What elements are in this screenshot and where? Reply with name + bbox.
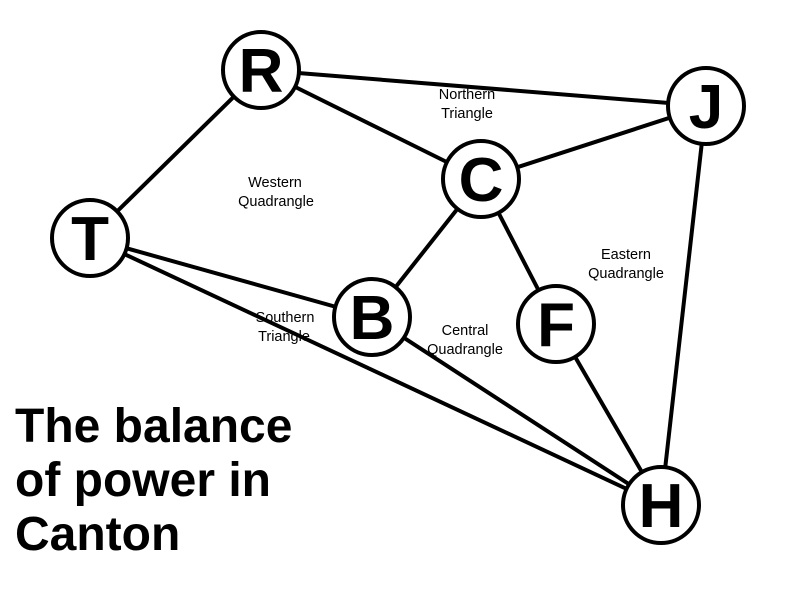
node-T: T — [50, 198, 130, 278]
region-label-central: Central Quadrangle — [427, 323, 503, 358]
node-H-circle — [621, 465, 701, 545]
region-label-western-line2: Quadrangle — [238, 194, 314, 210]
node-F-label: F — [537, 291, 575, 360]
region-label-central-line2: Quadrangle — [427, 342, 503, 358]
node-C-circle — [441, 139, 521, 219]
node-J-circle — [666, 66, 746, 146]
region-label-northern-line1: Northern — [439, 87, 495, 103]
node-F: F — [516, 284, 596, 364]
node-J: J — [666, 66, 746, 146]
node-B: B — [332, 277, 412, 357]
edge-T-H — [89, 236, 662, 507]
node-R: R — [221, 30, 301, 110]
region-label-northern: Northern Triangle — [439, 87, 495, 122]
region-label-southern-line1: Southern — [256, 310, 315, 326]
node-B-circle — [332, 277, 412, 357]
region-label-eastern: Eastern Quadrangle — [588, 247, 664, 282]
node-T-label: T — [71, 205, 109, 274]
region-label-southern-line2: Triangle — [258, 329, 310, 345]
edge-B-H — [370, 315, 663, 507]
edge-R-C — [260, 68, 482, 181]
region-label-western-line1: Western — [248, 175, 302, 191]
region-label-western: Western Quadrangle — [238, 175, 314, 210]
edge-R-J — [260, 68, 707, 108]
node-R-label: R — [239, 37, 284, 106]
diagram-title-line2: of power in — [15, 454, 271, 507]
region-label-northern-line2: Triangle — [441, 106, 493, 122]
node-J-label: J — [689, 73, 723, 142]
diagram-title-line1: The balance — [15, 400, 293, 453]
region-label-central-line1: Central — [442, 323, 489, 339]
node-B-label: B — [350, 284, 395, 353]
diagram-title: The balance of power in Canton — [15, 400, 292, 562]
node-H-label: H — [639, 472, 684, 541]
diagram-title-line3: Canton — [15, 508, 181, 561]
node-R-circle — [221, 30, 301, 110]
node-C-label: C — [459, 146, 504, 215]
node-T-circle — [50, 198, 130, 278]
node-F-circle — [516, 284, 596, 364]
region-label-eastern-line1: Eastern — [601, 247, 651, 263]
node-H: H — [621, 465, 701, 545]
node-C: C — [441, 139, 521, 219]
region-label-southern: Southern Triangle — [256, 310, 315, 345]
edge-T-B — [89, 236, 373, 319]
region-label-eastern-line2: Quadrangle — [588, 266, 664, 282]
edge-J-H — [659, 105, 708, 506]
